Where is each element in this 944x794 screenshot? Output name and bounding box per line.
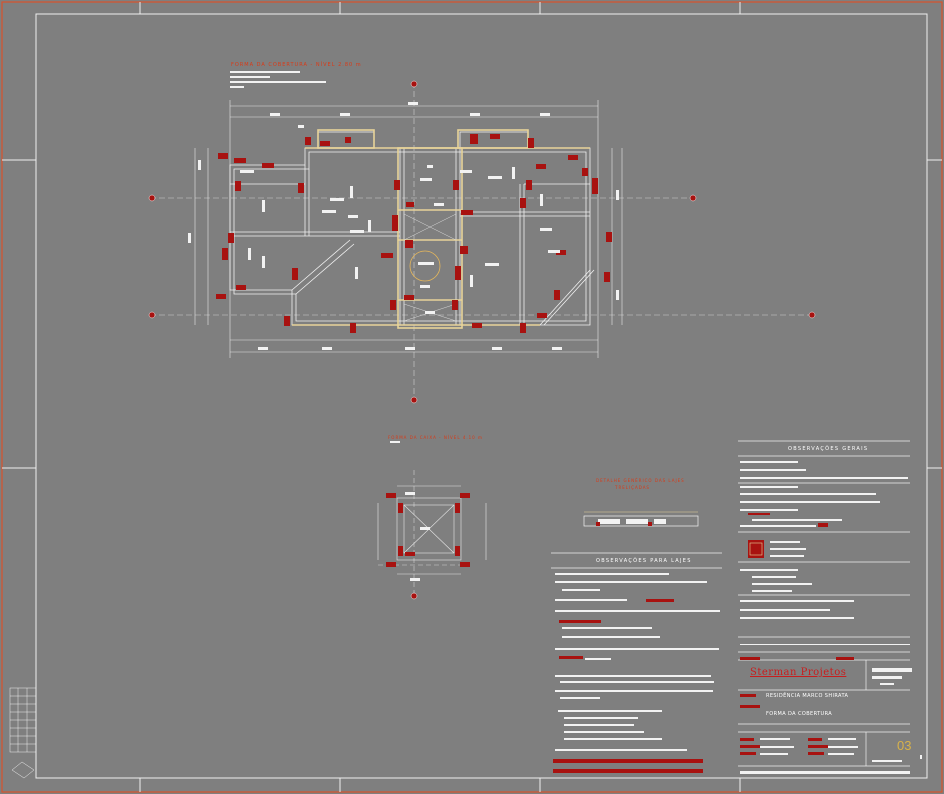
main-floor-plan [148,71,816,404]
tank-plan [377,441,487,600]
general-notes-title: OBSERVAÇÕES GERAIS [788,446,869,452]
slab-notes-panel [551,552,722,773]
slab-detail [583,511,699,527]
sheet-inner-frame [35,13,928,779]
detail-title-line1: DETALHE GENÉRICO DAS LAJES [596,478,685,483]
general-notes-panel [738,440,922,774]
slab-notes-title: OBSERVAÇÕES PARA LAJES [596,558,692,564]
main-plan-title: FORMA DA COBERTURA - NÍVEL 2.80 m [231,62,362,68]
tank-plan-title: FORMA DA CAIXA - NÍVEL 4.10 m [388,435,483,440]
revision-table [9,687,37,779]
company-name: Sterman Projetos [750,667,847,678]
sheet-title: FORMA DA COBERTURA [766,711,833,717]
detail-title-line2: TRELIÇADAS [615,485,650,490]
sheet-number: 03 [897,738,912,753]
project-name: RESIDÊNCIA MARCO SHIRATA [766,693,849,699]
